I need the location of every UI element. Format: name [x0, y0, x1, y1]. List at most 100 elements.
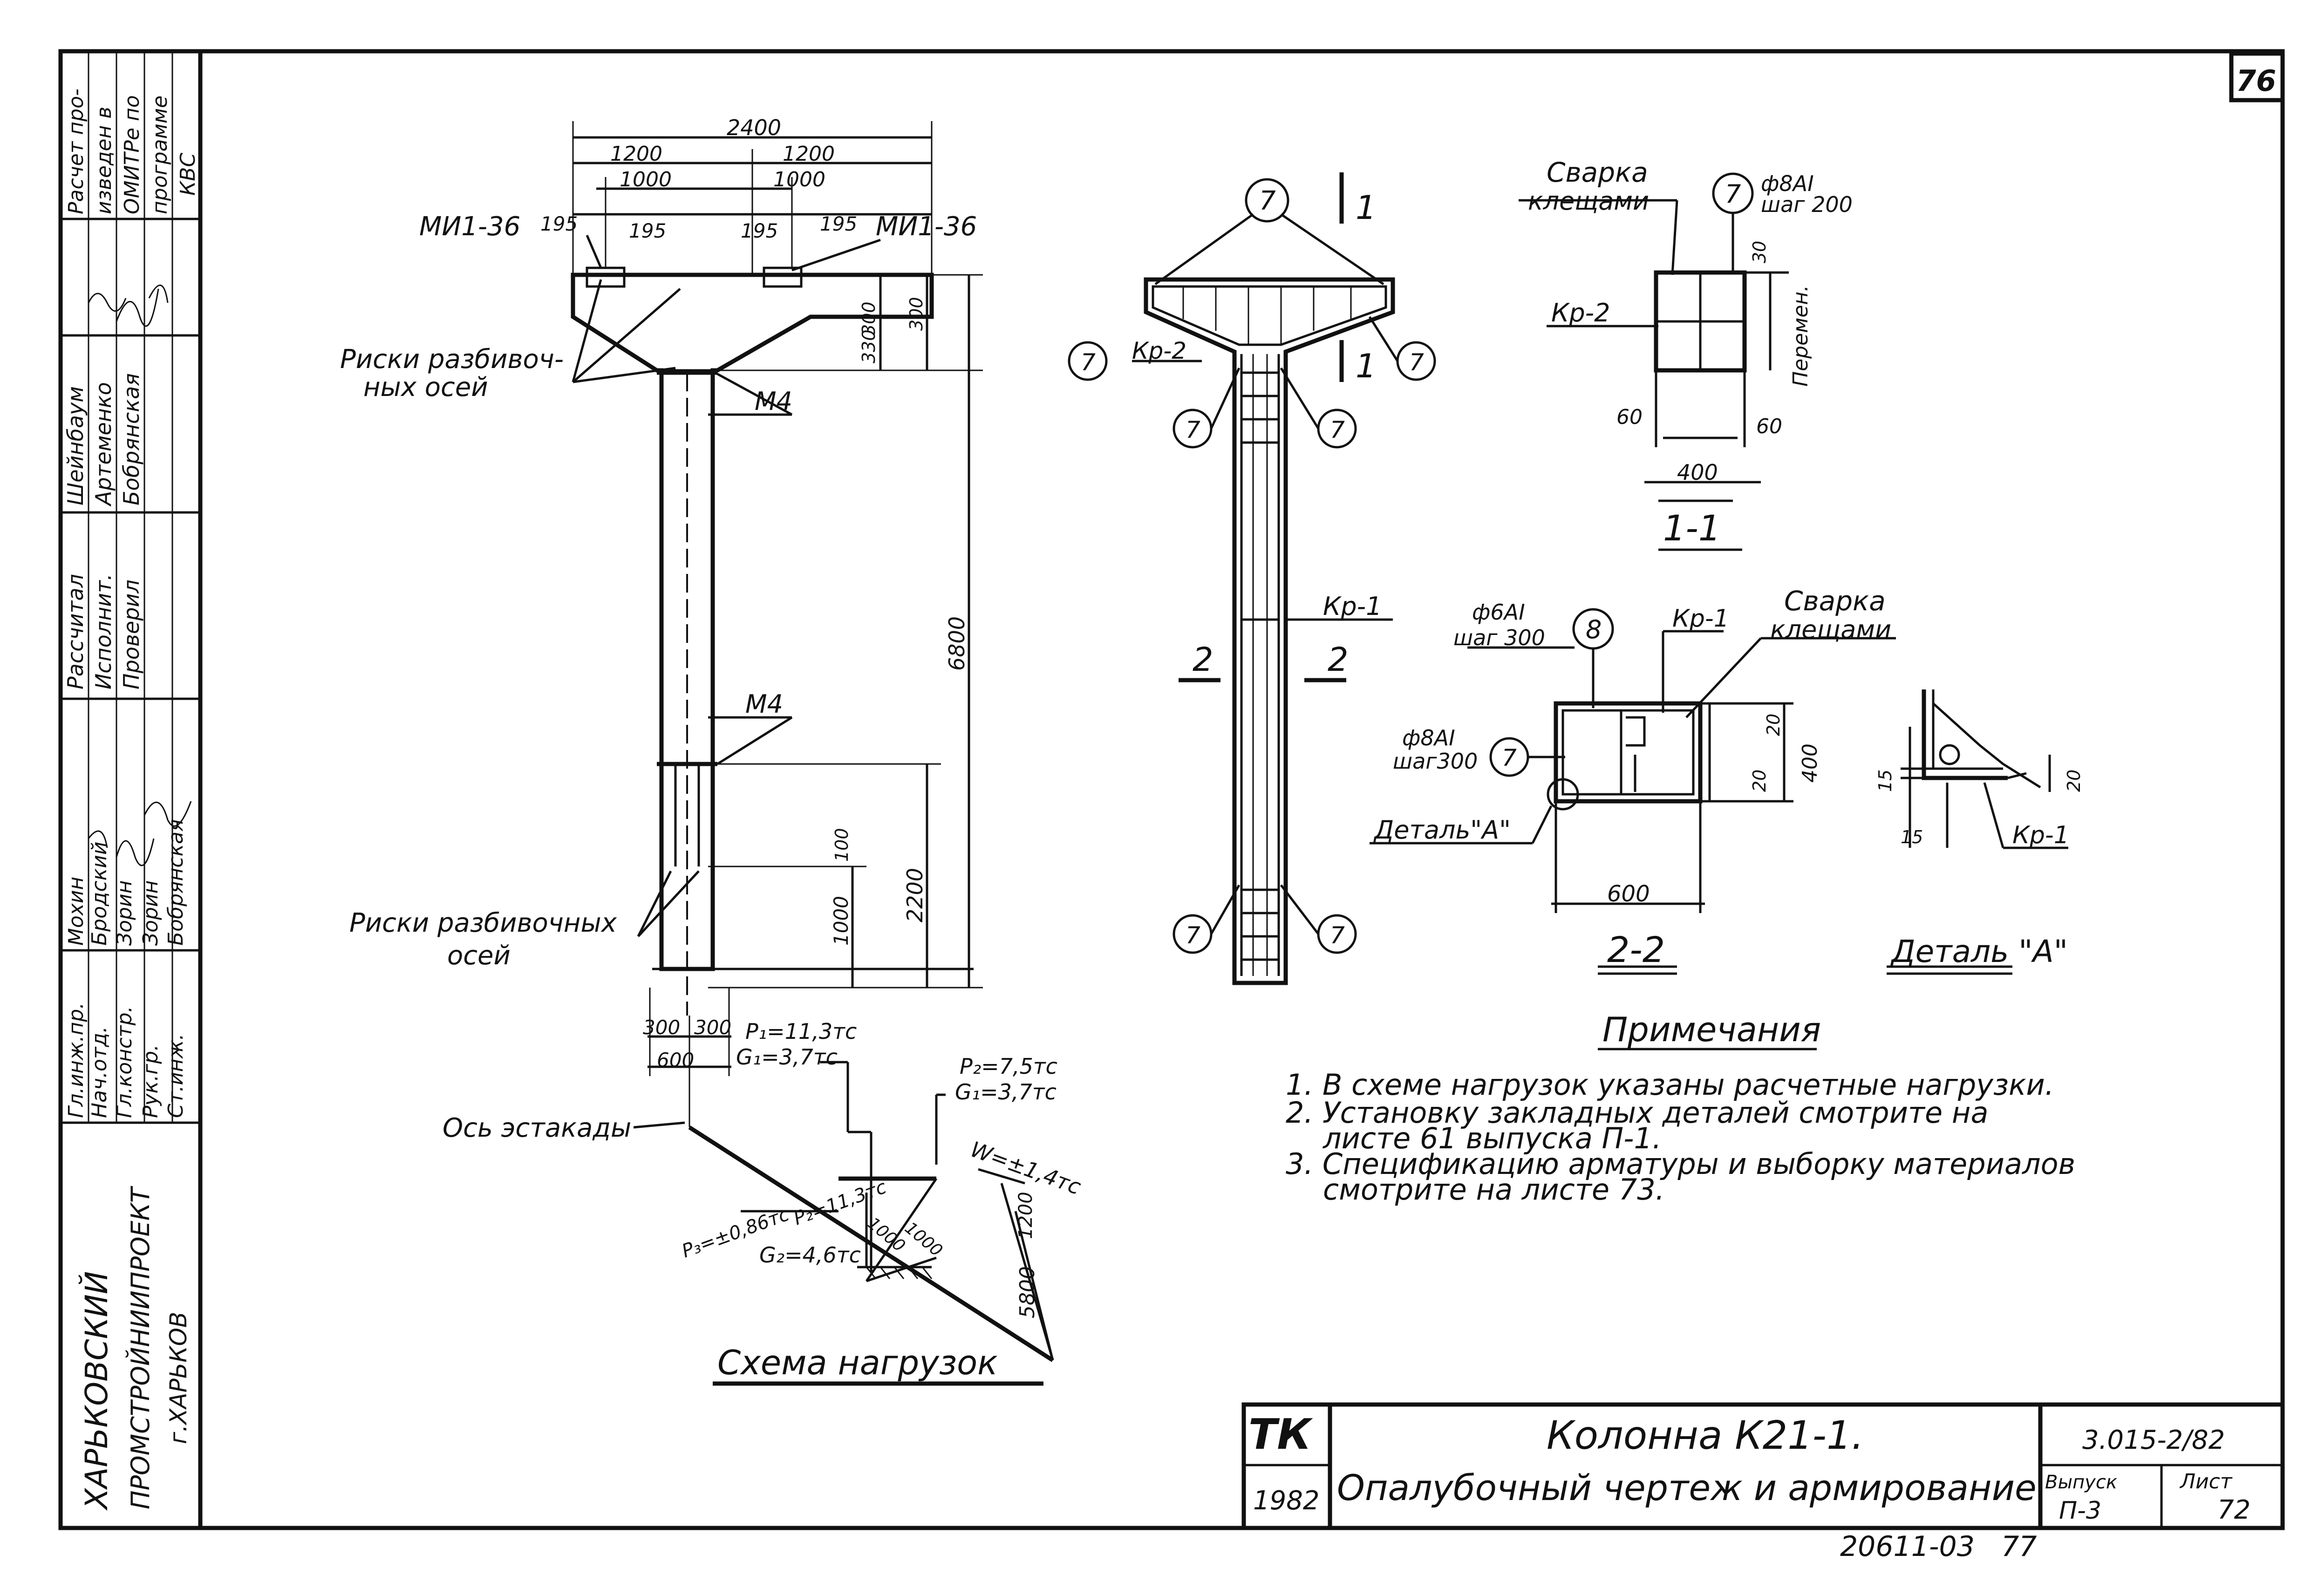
svg-text:Сварка: Сварка — [1784, 585, 1886, 617]
svg-text:100: 100 — [832, 828, 852, 862]
note-item: 3. Спецификацию арматуры и выборку матер… — [1286, 1147, 2075, 1181]
svg-text:Рассчитал: Рассчитал — [63, 574, 88, 689]
svg-text:Артеменко: Артеменко — [91, 382, 116, 507]
label-kr2: Кр-2 — [1132, 337, 1186, 364]
load-p1: P₁=11,3тс — [745, 1019, 857, 1044]
svg-text:программе: программе — [148, 95, 172, 214]
load-g1b: G₁=3,7тс — [955, 1079, 1057, 1105]
detail-a-labels: 15 15 20 Кр-1 Деталь "А" — [1875, 770, 2084, 969]
load-scheme — [688, 1061, 1054, 1386]
section-mark-2: 2 — [1193, 641, 1213, 679]
label-risks-bottom-2: осей — [447, 941, 511, 971]
note-item: смотрите на листе 73. — [1323, 1173, 1664, 1207]
mark-7: 7 — [1409, 349, 1424, 376]
section-2-2-title: 2-2 — [1607, 929, 1665, 970]
svg-text:1000: 1000 — [830, 896, 852, 946]
svg-text:195: 195 — [741, 219, 778, 242]
section-2-2-labels: ф6АI шаг 300 8 Кр-1 Сварка клещами ф8АI … — [1373, 585, 1891, 970]
svg-text:195: 195 — [629, 219, 666, 242]
svg-text:ф8АI: ф8АI — [1761, 171, 1814, 196]
label-m4-bottom: М4 — [745, 689, 783, 719]
svg-text:ПРОМСТРОЙНИИПРОЕКТ: ПРОМСТРОЙНИИПРОЕКТ — [126, 1186, 155, 1509]
svg-text:20: 20 — [1749, 770, 1770, 792]
svg-text:ф8АI: ф8АI — [1402, 725, 1455, 750]
svg-text:Расчет про-: Расчет про- — [64, 89, 88, 214]
mark-7: 7 — [1186, 922, 1200, 949]
svg-text:1200: 1200 — [610, 142, 662, 166]
elevation-view — [571, 121, 983, 1129]
label-m4-top: М4 — [755, 387, 792, 416]
label-risks-top: Риски разбивоч- — [340, 344, 564, 375]
title-block — [1241, 1402, 2285, 1530]
svg-text:1200: 1200 — [1015, 1192, 1036, 1239]
svg-text:шаг300: шаг300 — [1393, 749, 1478, 774]
label-mi-left: МИ1-36 — [419, 211, 520, 242]
svg-text:клещами: клещами — [1770, 615, 1891, 644]
svg-text:2400: 2400 — [727, 115, 781, 140]
mark-7: 7 — [1330, 416, 1345, 443]
issue-value: П-3 — [2059, 1497, 2101, 1525]
svg-text:195: 195 — [540, 212, 578, 235]
mark-7: 7 — [1330, 922, 1345, 949]
elevation-dims: 2400 1200 1200 1000 1000 195 195 195 195… — [540, 115, 969, 1071]
svg-text:2200: 2200 — [902, 868, 927, 922]
section-mark-1: 1 — [1356, 189, 1377, 227]
svg-text:300: 300 — [643, 1016, 680, 1039]
note-item: 1. В схеме нагрузок указаны расчетные на… — [1286, 1068, 2054, 1102]
svg-text:30: 30 — [1749, 241, 1770, 263]
svg-text:Кр-2: Кр-2 — [1551, 298, 1610, 327]
mark-7: 7 — [1081, 349, 1096, 376]
svg-text:Деталь"А": Деталь"А" — [1373, 815, 1511, 845]
section-1-1-labels: Сварка клещами 7 ф8АI шаг 200 Кр-2 Перем… — [1528, 157, 1853, 549]
stamp-calc-note: Расчет про- изведен в ОМИТРе по программ… — [64, 89, 200, 214]
elevation-labels: МИ1-36 МИ1-36 Риски разбивоч- ных осей М… — [340, 211, 977, 1143]
svg-text:1000: 1000 — [773, 168, 825, 191]
svg-text:КВС: КВС — [176, 153, 200, 196]
svg-text:Гл.констр.: Гл.констр. — [113, 1006, 136, 1118]
label-axis: Ось эстакады — [443, 1113, 631, 1143]
svg-text:5800: 5800 — [1016, 1266, 1039, 1318]
svg-text:ф6АI: ф6АI — [1472, 600, 1525, 625]
svg-text:20: 20 — [2064, 770, 2084, 792]
svg-text:60: 60 — [1616, 405, 1643, 429]
svg-text:15: 15 — [1875, 770, 1895, 792]
svg-text:шаг 200: шаг 200 — [1761, 192, 1853, 217]
svg-text:клещами: клещами — [1528, 186, 1649, 216]
stamp-signatures — [88, 284, 192, 866]
svg-text:Перемен.: Перемен. — [1789, 285, 1813, 387]
svg-text:ХАРЬКОВСКИЙ: ХАРЬКОВСКИЙ — [78, 1271, 115, 1511]
load-w: W=±1,4тс — [967, 1137, 1084, 1200]
label-risks-top-2: ных осей — [363, 372, 488, 402]
load-g2: G₂=4,6тс — [759, 1242, 861, 1268]
mark-7: 7 — [1502, 744, 1517, 771]
svg-text:Проверил: Проверил — [119, 580, 144, 689]
section-mark-2: 2 — [1328, 641, 1349, 679]
svg-text:300: 300 — [906, 297, 927, 331]
svg-text:Шейнбаум: Шейнбаум — [63, 386, 88, 505]
issue-label: Выпуск — [2045, 1472, 2117, 1493]
sheet-code: 3.015-2/82 — [2082, 1425, 2225, 1455]
load-p2: P₂=7,5тс — [960, 1054, 1057, 1079]
svg-text:Гл.инж.пр.: Гл.инж.пр. — [64, 1003, 88, 1118]
label-risks-bottom: Риски разбивочных — [349, 908, 617, 938]
svg-text:Зорин: Зорин — [113, 880, 136, 946]
svg-text:ОМИТРе по: ОМИТРе по — [120, 95, 144, 214]
svg-text:6800: 6800 — [944, 616, 969, 671]
stamp-org: ХАРЬКОВСКИЙ ПРОМСТРОЙНИИПРОЕКТ г.ХАРЬКОВ — [78, 1186, 192, 1511]
page-corner-number: 76 — [2236, 64, 2276, 98]
reinforcement-view — [1068, 172, 1436, 985]
svg-text:1200: 1200 — [783, 142, 835, 166]
svg-text:шаг 300: шаг 300 — [1453, 625, 1545, 650]
svg-text:330: 330 — [859, 329, 879, 363]
svg-text:600: 600 — [1607, 881, 1650, 907]
svg-text:Исполнит.: Исполнит. — [91, 573, 116, 689]
notes: Примечания 1. В схеме нагрузок указаны р… — [1286, 1010, 2075, 1207]
stamp-roles-b: Рассчитал Исполнит. Проверил — [63, 573, 144, 689]
svg-text:60: 60 — [1756, 415, 1782, 438]
svg-text:Мохин: Мохин — [64, 877, 88, 946]
sheet-label: Лист — [2179, 1470, 2233, 1494]
stamp-names-a: Мохин Бродский Зорин Зорин Бобрянская — [64, 819, 188, 946]
section-mark-1: 1 — [1356, 347, 1377, 385]
note-item: 2. Установку закладных деталей смотрите … — [1286, 1096, 1988, 1130]
